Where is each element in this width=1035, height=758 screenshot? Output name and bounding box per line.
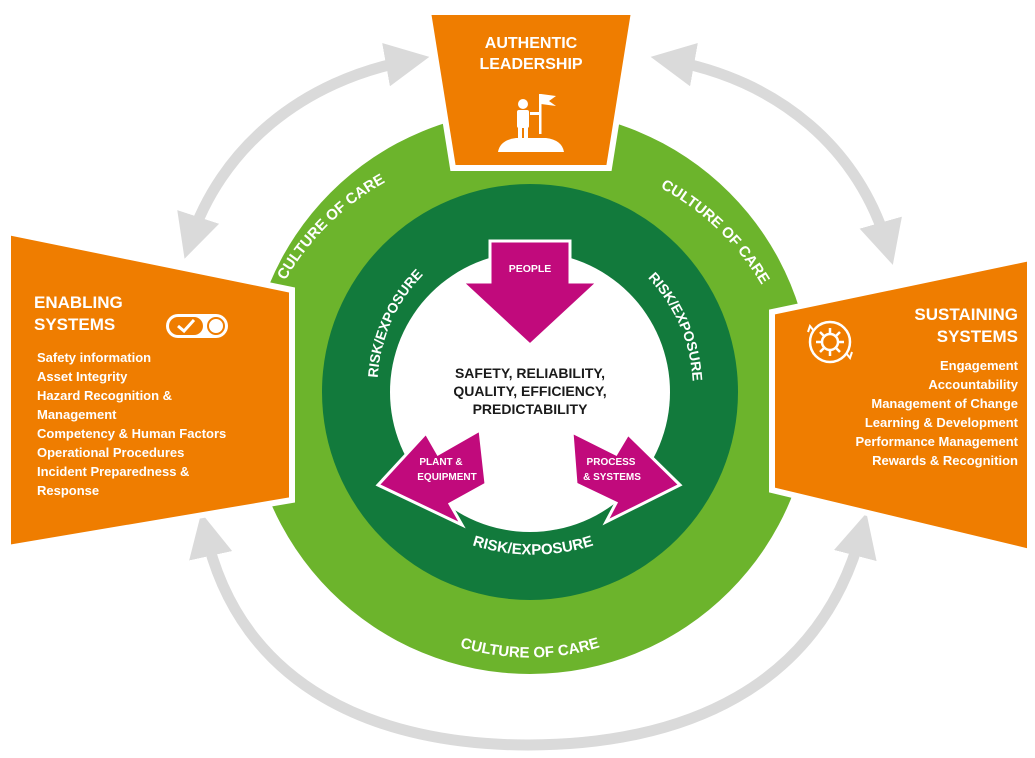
sustaining-title-line2: SYSTEMS bbox=[937, 327, 1018, 346]
person-with-flag-icon bbox=[498, 94, 564, 152]
plant-label-line1: PLANT & bbox=[419, 457, 462, 468]
sustaining-item: Accountability bbox=[928, 377, 1018, 392]
enabling-item: Hazard Recognition & bbox=[37, 388, 172, 403]
arrow-leadership-to-sustaining bbox=[650, 42, 902, 265]
toggle-check-icon bbox=[166, 314, 228, 338]
enabling-title-line2: SYSTEMS bbox=[34, 315, 115, 334]
cycle-arrows bbox=[177, 42, 902, 751]
people-label: PEOPLE bbox=[509, 263, 552, 275]
enabling-item: Safety information bbox=[37, 350, 151, 365]
center-text: SAFETY, RELIABILITY, QUALITY, EFFICIENCY… bbox=[453, 365, 606, 417]
enabling-item: Operational Procedures bbox=[37, 445, 184, 460]
gear-cycle-icon bbox=[807, 320, 853, 364]
center-line1: SAFETY, RELIABILITY, bbox=[455, 365, 605, 381]
enabling-item: Incident Preparedness & bbox=[37, 464, 189, 479]
sustaining-item: Performance Management bbox=[855, 434, 1018, 449]
center-line3: PREDICTABILITY bbox=[473, 401, 589, 417]
leadership-title-line1: AUTHENTIC bbox=[485, 35, 578, 52]
process-systems-arrow: PROCESS & SYSTEMS bbox=[570, 429, 683, 526]
leadership-title-line2: LEADERSHIP bbox=[479, 56, 582, 73]
enabling-item: Management bbox=[37, 407, 117, 422]
process-label-line2: & SYSTEMS bbox=[583, 472, 641, 483]
sustaining-item: Rewards & Recognition bbox=[872, 453, 1018, 468]
plant-label-line2: EQUIPMENT bbox=[417, 472, 476, 483]
center-line2: QUALITY, EFFICIENCY, bbox=[453, 383, 606, 399]
authentic-leadership-box: AUTHENTIC LEADERSHIP bbox=[424, 9, 638, 171]
sustaining-item: Management of Change bbox=[871, 396, 1018, 411]
enabling-item: Asset Integrity bbox=[37, 369, 128, 384]
plant-equipment-arrow: PLANT & EQUIPMENT bbox=[375, 427, 488, 529]
enabling-systems-box: ENABLING SYSTEMS Safety information Asse… bbox=[5, 228, 295, 552]
sustaining-item: Engagement bbox=[940, 358, 1019, 373]
enabling-item: Competency & Human Factors bbox=[37, 426, 226, 441]
sustaining-systems-box: SUSTAINING SYSTEMS Engagement Accountabi… bbox=[769, 254, 1033, 556]
enabling-items-list: Safety information Asset Integrity Hazar… bbox=[37, 350, 226, 498]
enabling-title-line1: ENABLING bbox=[34, 293, 123, 312]
sustaining-title-line1: SUSTAINING bbox=[914, 305, 1018, 324]
arrow-enabling-to-sustaining bbox=[189, 512, 877, 751]
sustaining-item: Learning & Development bbox=[865, 415, 1019, 430]
arrow-leadership-to-enabling bbox=[177, 42, 430, 259]
sustaining-items-list: Engagement Accountability Management of … bbox=[855, 358, 1018, 468]
enabling-item: Response bbox=[37, 483, 99, 498]
process-label-line1: PROCESS bbox=[587, 457, 636, 468]
people-arrow: PEOPLE bbox=[458, 239, 602, 348]
